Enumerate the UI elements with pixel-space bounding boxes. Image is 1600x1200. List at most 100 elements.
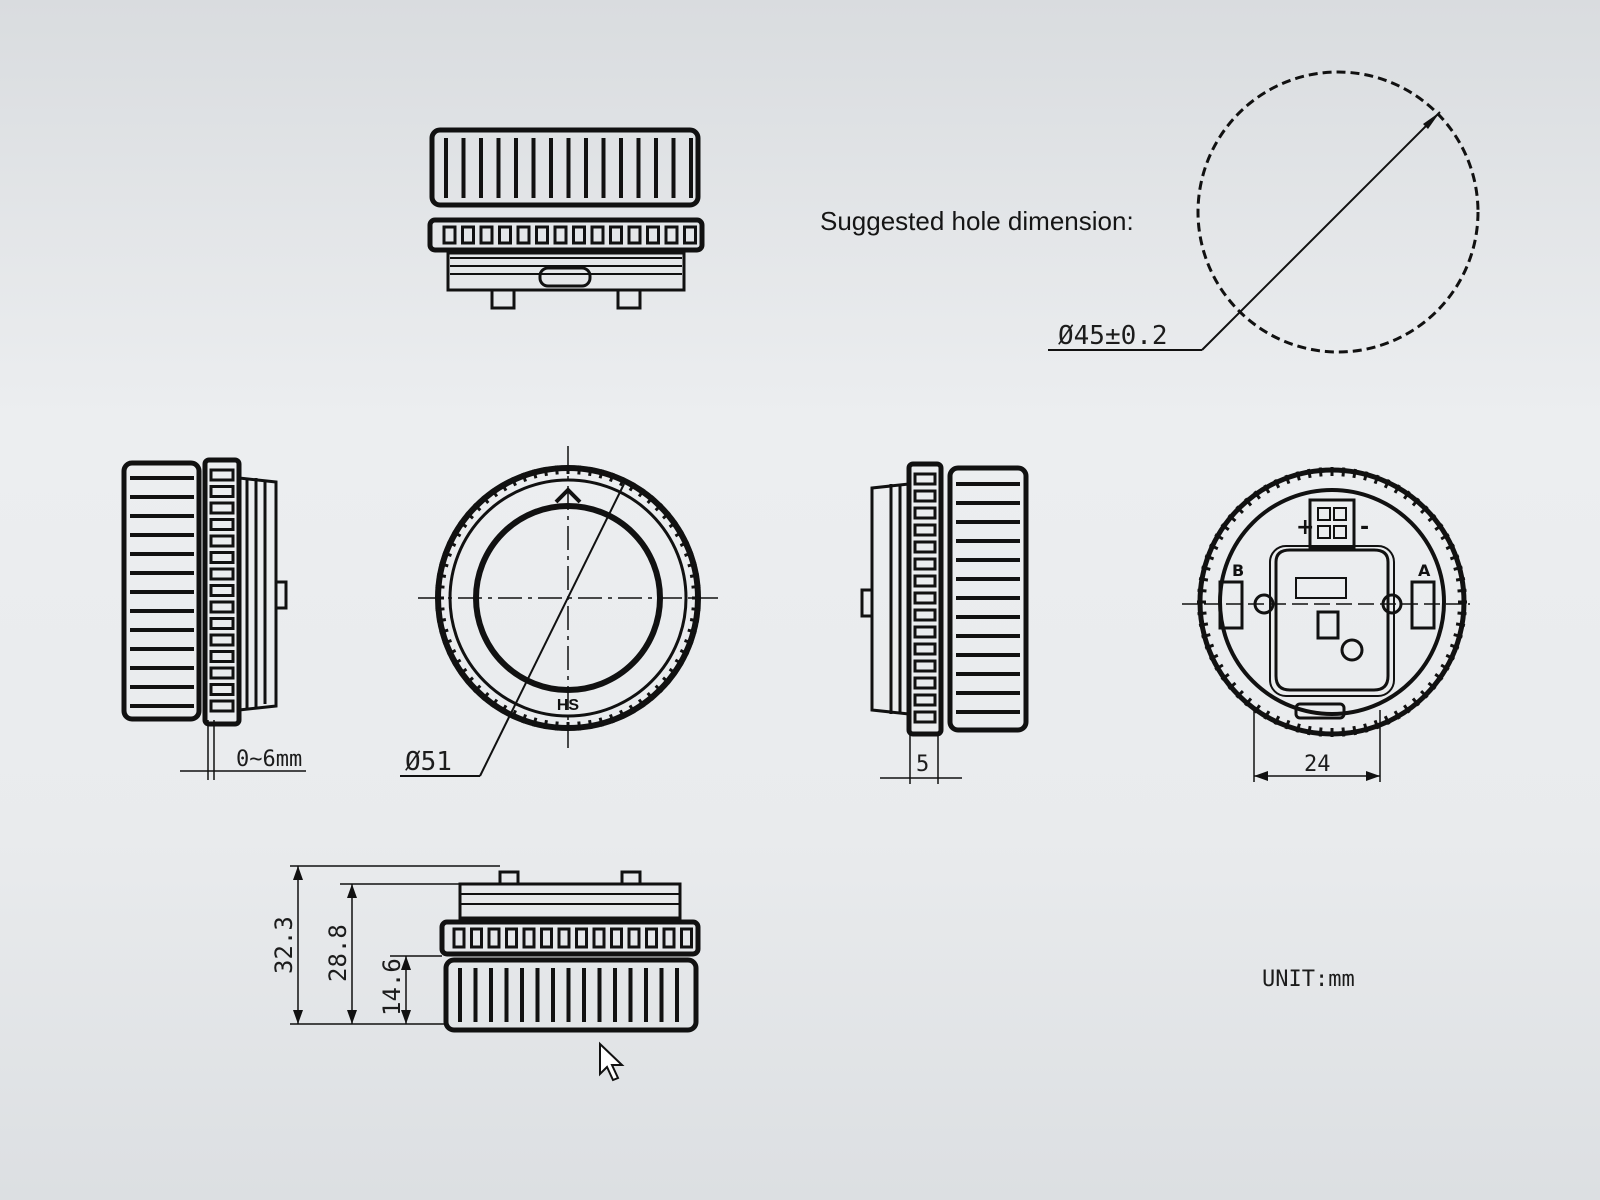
knurl-tick — [588, 719, 593, 730]
knurl-tick — [1440, 533, 1450, 541]
ring-block — [516, 225, 531, 245]
suggested-hole-view: Suggested hole dimension: Ø45±0.2 — [820, 70, 1480, 354]
knurl-tick — [1318, 727, 1323, 737]
knurl-tick — [1445, 543, 1455, 551]
knurl-tick — [1440, 663, 1450, 671]
knurl-tick — [1352, 468, 1357, 479]
knurl-tick — [1427, 681, 1437, 690]
knurl-tick — [490, 698, 499, 708]
bottom-knob-ribs — [458, 968, 679, 1022]
knurl-tick — [458, 520, 468, 529]
knurl-tick — [1273, 715, 1281, 725]
knurl-tick — [1434, 673, 1444, 681]
knurl-tick — [500, 482, 508, 492]
knurl-tick — [1263, 484, 1271, 494]
knurl-tick — [1214, 663, 1224, 671]
ring-block — [913, 625, 937, 639]
knurl-tick — [1197, 611, 1207, 616]
knurl-tick — [687, 562, 697, 568]
knurl-tick — [436, 573, 447, 578]
ring-block — [913, 506, 937, 520]
knurl-tick — [1307, 468, 1312, 479]
knurl-tick — [1198, 577, 1209, 582]
knurl-tick — [689, 573, 700, 578]
knurl-tick — [1201, 565, 1211, 571]
ring-block — [664, 225, 679, 245]
left-side-view: 0~6mm — [121, 457, 306, 780]
knurl-tick — [1427, 514, 1437, 523]
bottom-ring-blocks — [452, 927, 693, 949]
knurl-tick — [598, 469, 604, 479]
knurl-tick — [684, 551, 694, 557]
ring-block — [627, 927, 641, 949]
knurl-tick — [1253, 490, 1261, 500]
ring-block — [913, 523, 937, 537]
knurl-tick — [679, 649, 690, 656]
knurl-tick — [609, 472, 615, 482]
ring-block — [913, 591, 937, 605]
knurl-tick — [1220, 523, 1230, 531]
knurl-tick — [684, 639, 694, 645]
ring-block — [557, 927, 571, 949]
ring-block — [470, 927, 483, 949]
knurl-tick — [628, 704, 636, 714]
knurl-tick — [691, 584, 701, 589]
knurl-tick — [1457, 588, 1467, 593]
knurl-tick — [1411, 697, 1420, 707]
knurl-tick — [1235, 505, 1244, 514]
knurl-tick — [1383, 715, 1391, 725]
knurl-tick — [446, 540, 457, 547]
ring-block — [209, 501, 235, 515]
knurl-tick — [543, 719, 548, 730]
ring-block — [592, 927, 606, 949]
knurl-tick — [554, 465, 559, 475]
knurl-tick — [472, 502, 482, 512]
ring-block — [683, 225, 697, 245]
knurl-tick — [662, 676, 671, 685]
knurl-tick — [1201, 633, 1211, 639]
knurl-tick — [619, 476, 626, 487]
knurl-tick — [1227, 681, 1237, 690]
ring-block — [209, 633, 235, 647]
knurl-tick — [1420, 690, 1429, 699]
front-mark: HS — [557, 697, 580, 714]
knurl-tick — [1453, 565, 1463, 571]
ring-width-label: 5 — [916, 752, 929, 777]
knurl-tick — [674, 530, 684, 538]
knurl-tick — [1373, 474, 1380, 485]
ring-block — [209, 468, 235, 482]
ring-block — [209, 699, 235, 713]
ring-block — [913, 693, 937, 707]
knurl-tick — [1457, 611, 1467, 616]
ring-block — [913, 676, 937, 690]
knurl-tick — [1284, 719, 1291, 730]
ring-block — [209, 551, 235, 564]
knurl-tick — [1204, 643, 1215, 650]
knurl-tick — [439, 562, 449, 568]
knurl-tick — [435, 584, 445, 589]
knurl-tick — [1455, 622, 1466, 627]
hole-caption: Suggested hole dimension: — [820, 206, 1134, 236]
knurl-tick — [1273, 479, 1281, 489]
knurl-tick — [465, 676, 474, 685]
knurl-tick — [1209, 543, 1219, 551]
knurl-tick — [1420, 505, 1429, 514]
ring-block — [209, 666, 235, 680]
ring-block — [498, 225, 512, 245]
knurl-tick — [1445, 653, 1455, 661]
ring-block — [452, 927, 466, 949]
ring-block — [662, 927, 676, 949]
ring-block — [913, 642, 937, 656]
ring-block — [461, 225, 475, 245]
left-ring-blocks — [209, 468, 235, 713]
connector-spacing-label: 24 — [1304, 752, 1331, 777]
knurl-tick — [1263, 710, 1271, 720]
ring-block — [645, 927, 658, 949]
knurl-tick — [1453, 633, 1463, 639]
knurl-tick — [689, 618, 700, 623]
ring-block — [209, 518, 235, 531]
knurl-tick — [481, 495, 490, 504]
knurl-tick — [1244, 697, 1253, 707]
ring-block — [913, 557, 937, 571]
knurl-tick — [543, 466, 548, 477]
